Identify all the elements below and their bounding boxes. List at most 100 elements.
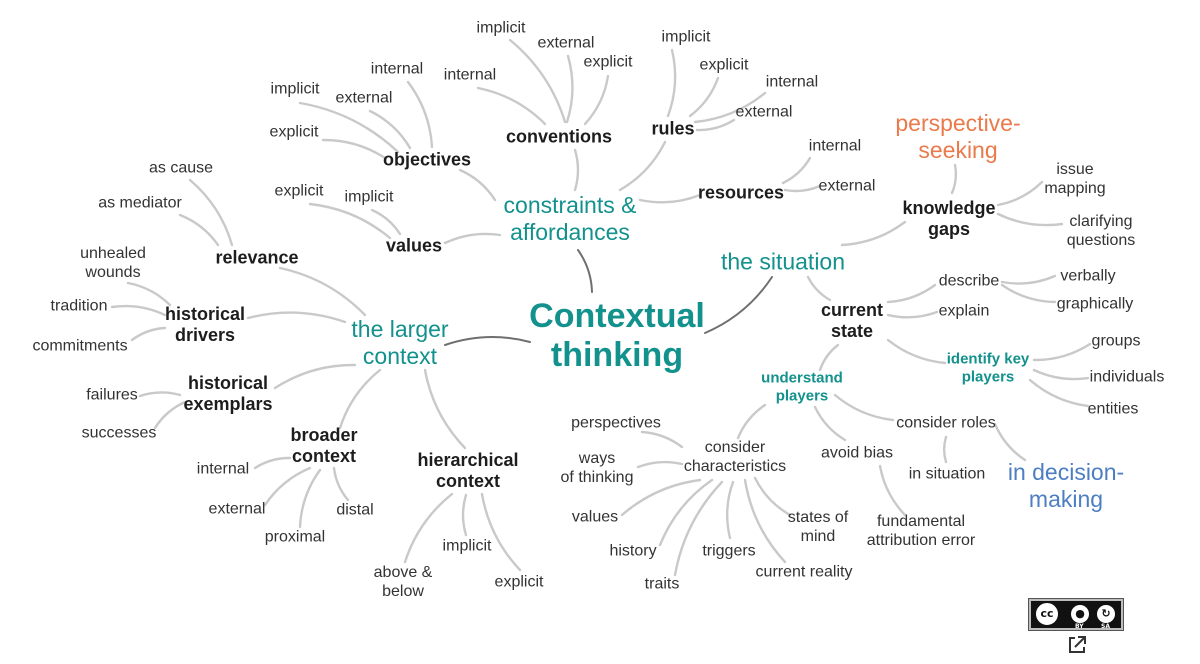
connector-larger-exemplars — [273, 363, 357, 390]
leaf-individuals: individuals — [1089, 368, 1165, 386]
leaf-objectives-explicit: explicit — [269, 123, 319, 141]
connector-rules-internal — [693, 91, 767, 124]
node-hierarchical-context: hierarchical context — [417, 450, 518, 492]
connector-char-perspectives — [640, 430, 684, 449]
leaf-char-current-reality: current reality — [755, 563, 853, 581]
historical-drivers-line2: drivers — [174, 325, 236, 345]
connector-char-current-reality — [743, 478, 787, 564]
leaf-broader-distal: distal — [336, 501, 374, 519]
node-consider-characteristics: consider characteristics — [684, 439, 786, 477]
branch-constraints-affordances: constraints & affordances — [504, 192, 637, 246]
leaf-verbally: verbally — [1060, 267, 1116, 285]
leaf-char-states-of-mind: states of mind — [788, 509, 848, 547]
connector-broader-internal — [253, 456, 292, 470]
connector-constraints-values — [443, 232, 502, 245]
connector-center-constraints — [577, 249, 593, 293]
node-describe: describe — [938, 272, 1000, 290]
connector-char-triggers — [725, 480, 735, 540]
connector-conventions-internal — [476, 86, 547, 126]
issue-line1: issue — [1056, 161, 1094, 179]
connector-situation-current — [806, 275, 832, 302]
connector-knowledge-perspective — [950, 163, 958, 195]
leaf-values-implicit: implicit — [344, 188, 394, 206]
issue-line2: mapping — [1044, 180, 1106, 197]
connector-understand-characteristics — [736, 403, 767, 440]
leaf-perspectives: perspectives — [571, 414, 661, 432]
understand-line1: understand — [761, 369, 843, 387]
leaf-hier-implicit: implicit — [442, 537, 492, 555]
states-line2: mind — [800, 528, 836, 545]
leaf-hier-explicit: explicit — [494, 573, 544, 591]
connector-objectives-implicit — [298, 101, 400, 154]
connector-drivers-unhealed — [126, 281, 172, 307]
leaf-tradition: tradition — [50, 297, 108, 315]
connector-current-identify — [886, 338, 947, 365]
perspective-line1: perspective- — [895, 109, 1021, 136]
cc-by-sa-license-badge[interactable]: cc ● ↻ BY SA — [1028, 598, 1124, 631]
connector-exemplars-failures — [138, 391, 182, 398]
leaf-rules-implicit: implicit — [661, 28, 711, 46]
connector-char-history — [658, 478, 714, 547]
above-line1: above & — [373, 564, 433, 582]
connector-resources-internal — [781, 156, 812, 185]
leaf-rules-external: external — [735, 103, 793, 121]
node-resources: resources — [697, 182, 785, 203]
connector-objectives-external — [368, 109, 412, 150]
leaf-entities: entities — [1087, 400, 1139, 418]
connector-char-ways — [636, 460, 684, 469]
leaf-conventions-external: external — [537, 34, 595, 52]
connector-objectives-internal — [406, 80, 434, 149]
consider-char-line1: consider — [704, 439, 766, 457]
central-topic-line1: Contextual — [529, 296, 705, 335]
node-current-state: current state — [821, 300, 883, 342]
connector-rules-explicit — [688, 76, 720, 118]
leaf-above-below: above & below — [374, 564, 433, 602]
connector-center-larger-context — [444, 336, 531, 346]
connector-broader-distal — [332, 466, 350, 502]
identify-line1: identify key — [946, 350, 1030, 368]
leaf-objectives-implicit: implicit — [270, 80, 320, 98]
connector-drivers-commitments — [130, 326, 167, 342]
node-values: values — [385, 235, 443, 256]
central-topic-line2: thinking — [550, 336, 684, 374]
connector-conventions-explicit — [583, 74, 610, 126]
leaf-unhealed-wounds: unhealed wounds — [80, 245, 146, 283]
connector-conventions-implicit — [508, 38, 567, 124]
leaf-clarifying-questions: clarifying questions — [1067, 213, 1136, 251]
fundamental-line1: fundamental — [876, 513, 966, 531]
connector-understand-roles — [833, 393, 895, 422]
cc-sa-label: SA — [1101, 623, 1110, 630]
leaf-commitments: commitments — [32, 337, 128, 355]
connector-bias-fundamental — [878, 464, 907, 517]
perspective-line2: seeking — [918, 137, 998, 163]
central-topic: Contextual thinking — [529, 297, 705, 375]
historical-exemplars-line1: historical — [187, 372, 269, 393]
connector-knowledge-issue — [996, 180, 1044, 207]
branch-the-situation: the situation — [720, 248, 846, 275]
leaf-char-triggers: triggers — [702, 542, 756, 560]
connector-roles-decision — [993, 422, 1027, 462]
ways-line2: of thinking — [560, 469, 634, 486]
leaf-in-situation: in situation — [908, 465, 986, 483]
connector-resources-external — [783, 184, 822, 193]
leaf-rules-internal: internal — [765, 73, 819, 91]
connector-larger-relevance — [278, 266, 367, 317]
leaf-groups: groups — [1091, 332, 1141, 350]
leaf-broader-external: external — [208, 500, 266, 518]
connector-current-describe — [886, 283, 937, 304]
connector-rules-external — [695, 118, 736, 132]
connector-constraints-objectives — [458, 168, 497, 202]
connector-constraints-resources — [638, 193, 702, 204]
leaf-resources-external: external — [818, 177, 876, 195]
connector-larger-hierarchical — [423, 368, 467, 450]
leaf-char-history: history — [609, 542, 657, 560]
by-person-icon: ● — [1069, 603, 1091, 625]
current-state-line1: current — [820, 299, 884, 320]
leaf-conventions-internal: internal — [443, 66, 497, 84]
external-link-icon[interactable] — [1066, 634, 1088, 656]
historical-exemplars-line2: exemplars — [183, 394, 273, 414]
leaf-broader-internal: internal — [196, 460, 250, 478]
connector-current-understand — [818, 343, 840, 372]
connector-broader-external — [263, 466, 312, 507]
node-historical-drivers: historical drivers — [165, 304, 245, 346]
